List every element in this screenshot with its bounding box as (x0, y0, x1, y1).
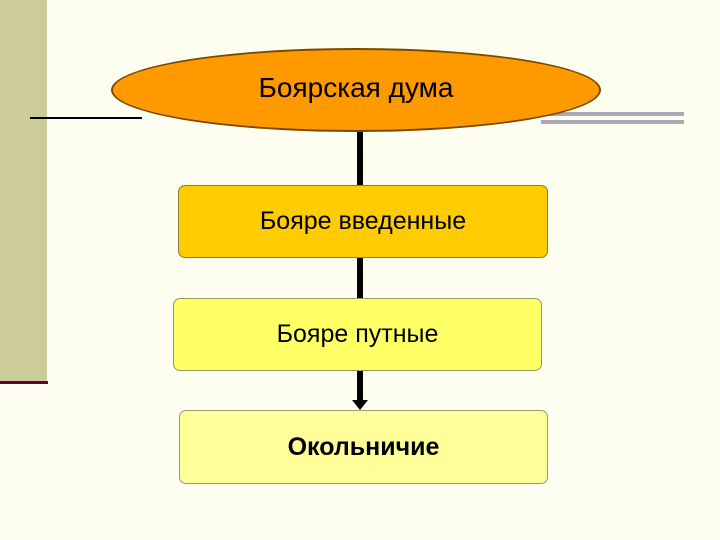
connector-level-1-to-level-2 (357, 256, 363, 300)
title-rule-left (30, 117, 142, 119)
title-rule-right-upper (541, 112, 684, 116)
node-label: Бояре введенные (259, 207, 467, 235)
node-boyare-putnye: Бояре путные (173, 298, 542, 371)
left-band-rule (0, 381, 48, 384)
arrow-head-icon (352, 400, 368, 410)
connector-level-2-to-level-3 (357, 370, 363, 402)
node-boyare-vvedennye: Бояре введенные (178, 185, 548, 258)
title-rule-right-lower (541, 120, 684, 124)
connector-root-to-level-1 (357, 130, 363, 188)
root-node-boyar-duma: Боярская дума (111, 48, 601, 132)
node-okolnichie: Окольничие (179, 410, 548, 484)
node-label: Окольничие (287, 432, 440, 461)
root-node-label: Боярская дума (258, 72, 454, 103)
node-label: Бояре путные (276, 320, 439, 348)
left-decorative-band (0, 0, 47, 383)
